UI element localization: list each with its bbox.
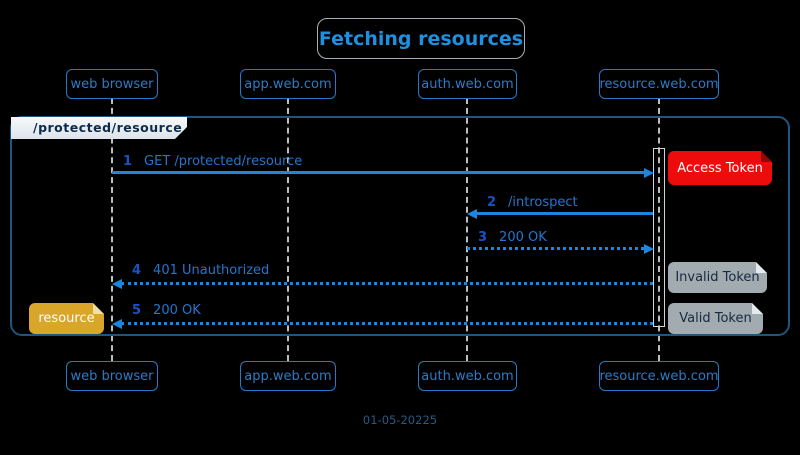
message-1-label: 1 GET /protected/resource [123,154,302,169]
participant-bottom-web-browser: web browser [66,361,158,391]
message-4-number: 4 [132,263,142,278]
message-3-arrowhead [644,244,654,254]
participant-label: auth.web.com [421,76,514,92]
lifeline-app-web-com [287,98,289,361]
message-5-number: 5 [132,303,142,318]
message-2-arrowhead [467,209,477,219]
message-4-text: 401 Unauthorized [153,263,270,278]
frame-label: /protected/resource [11,117,187,139]
message-1-number: 1 [123,154,133,169]
message-2-text: /introspect [508,195,578,210]
footer-date: 01-05-20225 [362,413,438,427]
participant-bottom-app-web-com: app.web.com [240,361,336,391]
participant-label: resource.web.com [599,76,719,92]
note-valid-token: Valid Token [668,303,763,334]
note-text: Access Token [677,160,763,176]
diagram-title: Fetching resources [317,18,525,59]
message-5-arrow-line [121,322,653,325]
message-2-label: 2/introspect [487,195,578,210]
participant-top-auth-web-com: auth.web.com [418,69,517,99]
message-4-label: 4 401 Unauthorized [132,263,269,278]
participant-label: app.web.com [244,76,332,92]
note-text: resource [38,311,95,326]
lifeline-auth-web-com [466,98,468,361]
message-5-label: 5 200 OK [132,303,201,318]
note-resource: resource [29,303,104,334]
activation-bar-resource [653,148,665,327]
note-access-token: Access Token [668,151,772,185]
message-1-arrowhead [644,168,654,178]
participant-bottom-auth-web-com: auth.web.com [418,361,517,391]
message-5-arrowhead [112,319,122,329]
message-3-arrow-line [467,247,644,250]
note-text: Valid Token [679,311,752,326]
diagram-title-text: Fetching resources [318,27,524,50]
note-text: Invalid Token [675,270,760,285]
lifeline-resource-web-com [658,98,660,361]
message-1-arrow-line [112,171,644,174]
message-3-label: 3 200 OK [478,230,547,245]
message-3-text: 200 OK [499,230,547,245]
participant-label: auth.web.com [421,368,514,384]
message-2-arrow-line [477,212,653,215]
message-4-arrow-line [121,282,653,285]
message-1-text: GET /protected/resource [144,154,303,169]
note-invalid-token: Invalid Token [668,262,767,293]
participant-top-app-web-com: app.web.com [240,69,336,99]
participant-label: app.web.com [244,368,332,384]
participant-label: web browser [70,368,154,384]
frame-protected-resource [10,116,790,336]
message-4-arrowhead [112,279,122,289]
participant-label: resource.web.com [599,368,719,384]
message-5-text: 200 OK [153,303,201,318]
participant-bottom-resource-web-com: resource.web.com [599,361,719,391]
participant-top-resource-web-com: resource.web.com [599,69,719,99]
message-3-number: 3 [478,230,488,245]
message-2-number: 2 [487,195,497,210]
participant-label: web browser [70,76,154,92]
lifeline-web-browser [111,98,113,361]
participant-top-web-browser: web browser [66,69,158,99]
